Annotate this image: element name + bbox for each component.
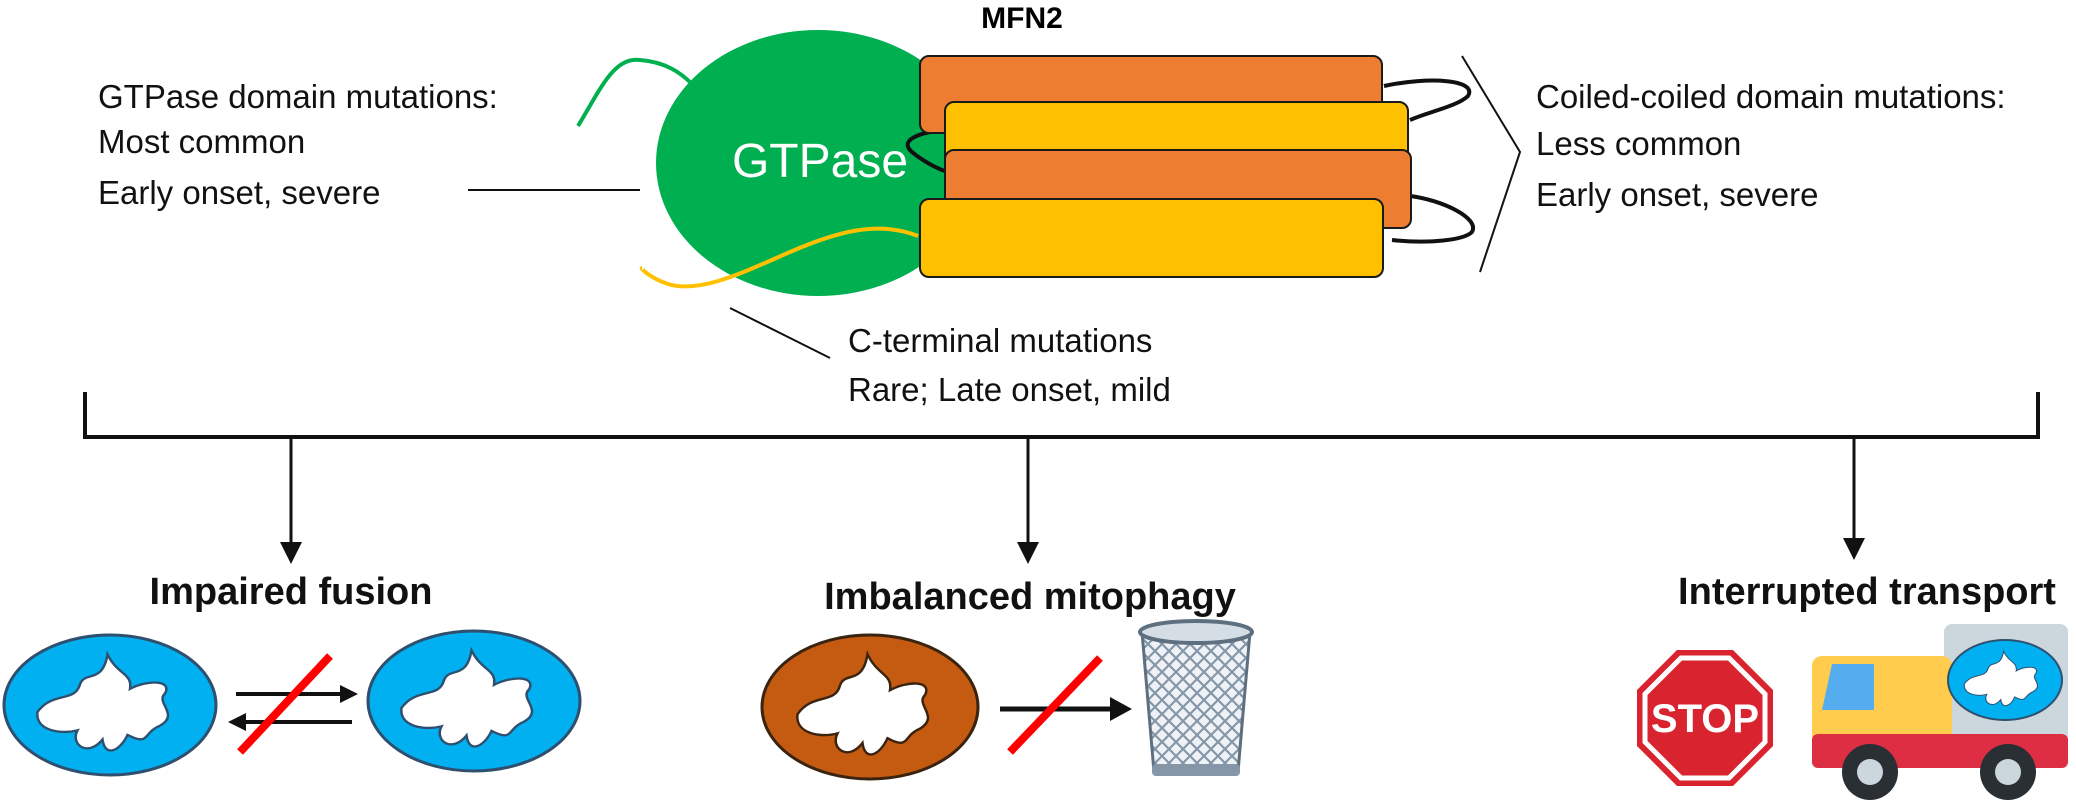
stop-sign-text: STOP [1651,697,1759,741]
cterm-pointer-line [729,307,831,359]
yellow-c-terminal-tail [639,226,919,289]
mitochondrion-right [366,629,582,773]
fusion-forward-arrow-head [340,685,358,703]
green-n-terminal-tail [576,57,694,128]
cargo-mitochondrion [1947,639,2063,721]
truck-rear-wheel [1980,744,2036,800]
cterm-annotation-detail: Rare; Late onset, mild [848,371,1171,408]
imbalanced-mitophagy-title: Imbalanced mitophagy [824,576,1236,618]
protein-title: MFN2 [981,2,1063,35]
coiled-bracket [1461,55,1522,273]
truck-window [1822,664,1874,710]
coil-helix-4 [919,198,1384,278]
interrupted-transport-title: Interrupted transport [1678,571,2056,613]
stop-sign-icon: STOP [1637,650,1773,786]
gtpase-annotation-heading: GTPase domain mutations: [98,78,498,115]
mitochondrion-left [2,633,218,777]
impaired-fusion-title: Impaired fusion [150,571,433,613]
mfn2-protein: MFN2 GTPase [576,2,1476,296]
outcome-bracket [83,392,2040,564]
mitophagy-block-slash [1007,655,1103,755]
bracket-line [83,392,2040,439]
fusion-block-slash [237,653,333,755]
impaired-fusion-panel: Impaired fusion [2,571,582,777]
mitophagy-arrow-head [1110,697,1132,721]
coiled-annotation: Coiled-coiled domain mutations: Less com… [1461,55,2006,273]
gtpase-annotation-severity: Early onset, severe [98,174,380,211]
coiled-annotation-frequency: Less common [1536,125,1741,162]
wastebasket-icon [1138,619,1254,776]
gtpase-annotation-frequency: Most common [98,123,305,160]
gtpase-domain-label: GTPase [732,135,908,188]
coiled-annotation-heading: Coiled-coiled domain mutations: [1536,78,2006,115]
gtpase-annotation: GTPase domain mutations: Most common Ear… [98,78,640,211]
imbalanced-mitophagy-panel: Imbalanced mitophagy [760,576,1254,781]
coil-loop-right-bottom [1391,194,1476,244]
cterm-annotation: C-terminal mutations Rare; Late onset, m… [729,307,1171,408]
delivery-truck-icon [1812,624,2068,800]
interrupted-transport-panel: Interrupted transport STOP [1637,571,2068,800]
arrow-transport-head [1843,538,1865,560]
cterm-annotation-heading: C-terminal mutations [848,322,1152,359]
truck-front-wheel [1842,744,1898,800]
coil-loop-right-top [1383,78,1472,122]
fusion-reverse-arrow-head [228,713,246,731]
arrow-mitophagy-head [1017,542,1039,564]
coiled-annotation-severity: Early onset, severe [1536,176,1818,213]
damaged-mitochondrion [760,633,980,781]
arrow-fusion-head [280,542,302,564]
